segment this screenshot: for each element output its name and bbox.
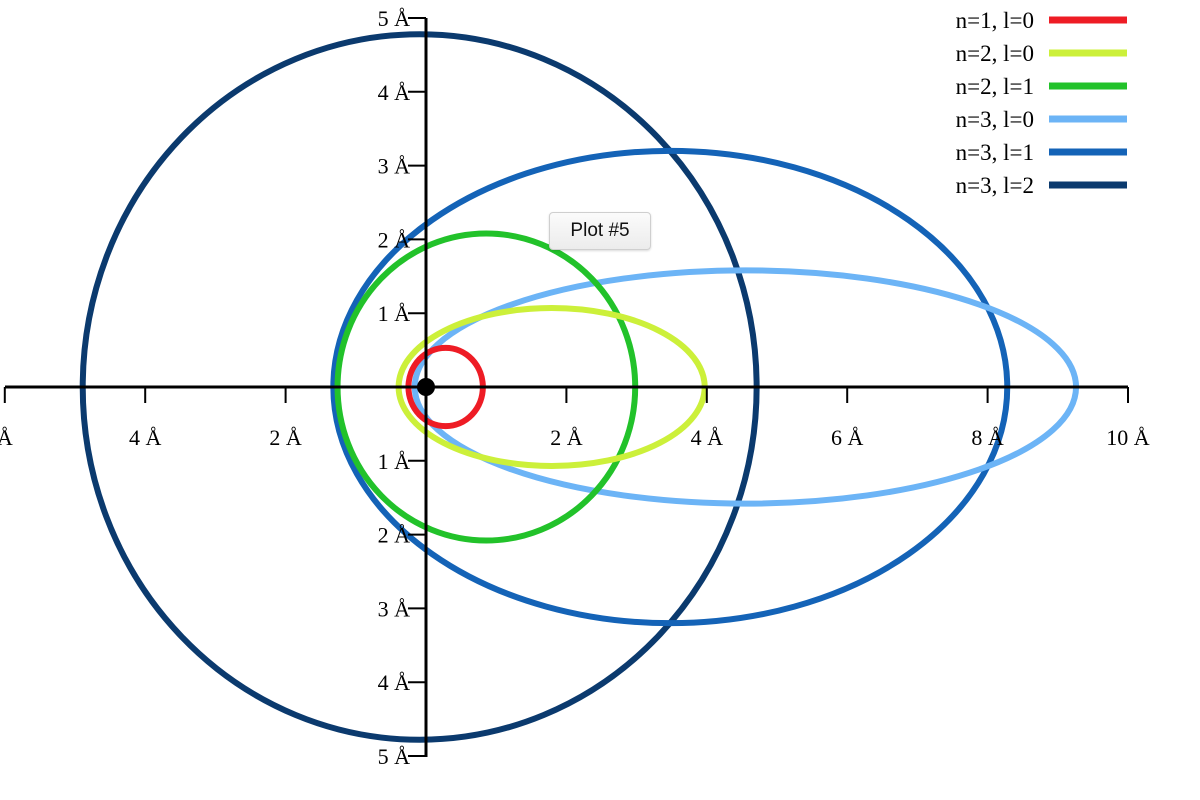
legend-label-2: n=2, l=0 [956, 41, 1034, 66]
plot-5-button[interactable]: Plot #5 [549, 212, 651, 250]
x-tick-label: 4 Å [691, 425, 724, 450]
axis-ticks: Å 4 Å 2 Å 2 Å 4 Å 6 Å 8 Å 10 Å 5 Å 4 Å 3 Å 2 Å 1 Å 1 … [0, 6, 1150, 769]
legend-label-5: n=3, l=1 [956, 140, 1034, 165]
x-tick-label: 6 Å [831, 425, 864, 450]
y-tick-label: 4 Å [378, 670, 411, 695]
x-tick-label: Å [0, 425, 13, 450]
y-tick-label: 3 Å [378, 154, 411, 179]
legend-label-1: n=1, l=0 [956, 8, 1034, 33]
y-tick-label: 2 Å [378, 227, 411, 252]
legend-label-3: n=2, l=1 [956, 74, 1034, 99]
legend: n=1, l=0 n=2, l=0 n=2, l=1 n=3, l=0 n=3, l=1… [956, 8, 1127, 198]
y-tick-label: 5 Å [378, 744, 411, 769]
y-tick-label: 5 Å [378, 6, 411, 31]
x-tick-label: 2 Å [550, 425, 583, 450]
y-tick-label: 1 Å [378, 301, 411, 326]
x-tick-label: 4 Å [129, 425, 162, 450]
y-tick-label: 1 Å [378, 449, 411, 474]
legend-label-4: n=3, l=0 [956, 107, 1034, 132]
y-tick-label: 3 Å [378, 596, 411, 621]
legend-label-6: n=3, l=2 [956, 173, 1034, 198]
nucleus-dot [417, 378, 435, 396]
x-tick-label: 8 Å [971, 425, 1004, 450]
y-tick-label: 2 Å [378, 523, 411, 548]
x-tick-label: 10 Å [1106, 425, 1150, 450]
y-tick-label: 4 Å [378, 80, 411, 105]
x-tick-label: 2 Å [269, 425, 302, 450]
